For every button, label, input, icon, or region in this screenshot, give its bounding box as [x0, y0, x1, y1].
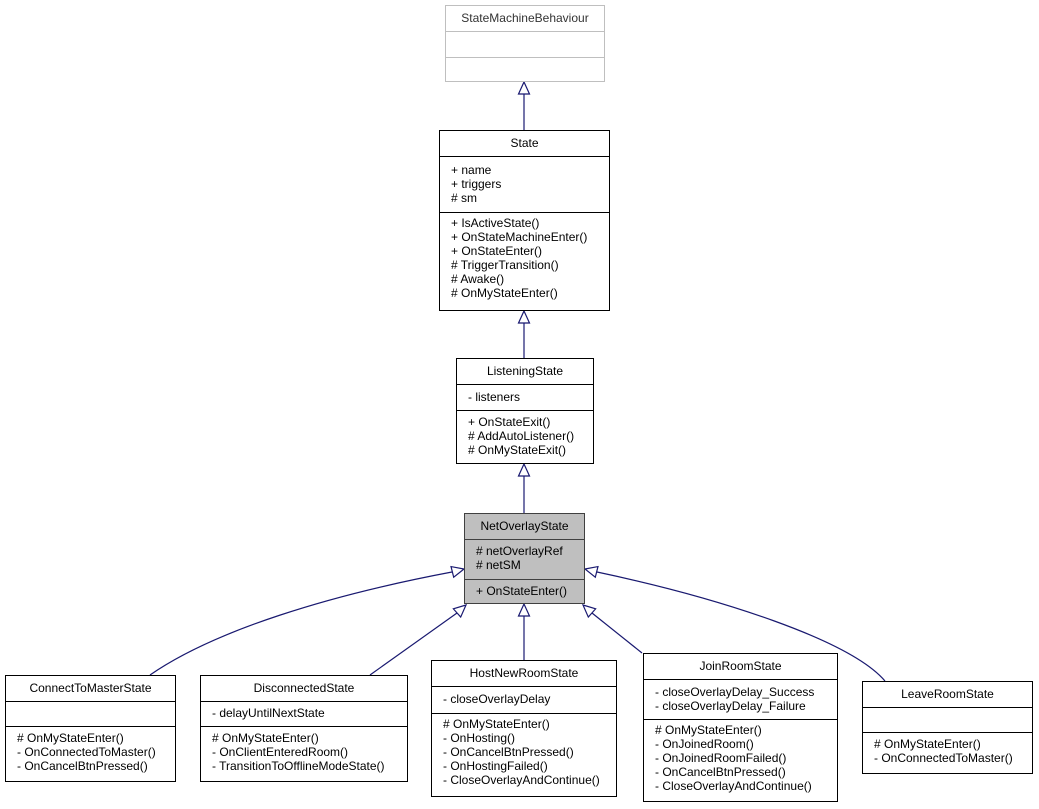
methods-section: # OnMyStateEnter() - OnHosting() - OnCan… [432, 713, 616, 789]
attributes-section: # netOverlayRef # netSM [465, 539, 584, 579]
attribute: - closeOverlayDelay [443, 692, 551, 706]
attributes-section: + name + triggers # sm [440, 156, 609, 212]
edge-joinroomstate-to-netoverlaystate [591, 612, 643, 654]
method: - OnConnectedToMaster() [874, 751, 1013, 765]
generalization-arrowhead [517, 462, 531, 477]
attribute: # netOverlayRef [476, 544, 563, 558]
method: # OnMyStateEnter() [443, 717, 550, 731]
class-netoverlaystate: NetOverlayState # netOverlayRef # netSM … [464, 513, 585, 604]
methods-section: # OnMyStateEnter() - OnJoinedRoom() - On… [644, 719, 837, 795]
method: # OnMyStateEnter() [451, 286, 558, 300]
methods-section: # OnMyStateEnter() - OnConnectedToMaster… [863, 732, 1032, 767]
method: + OnStateEnter() [476, 584, 568, 598]
class-joinroomstate: JoinRoomState - closeOverlayDelay_Succes… [643, 653, 838, 802]
class-name: HostNewRoomState [469, 666, 579, 680]
class-name: LeaveRoomState [901, 687, 994, 701]
method: + OnStateEnter() [451, 244, 543, 258]
method: + OnStateMachineEnter() [451, 230, 588, 244]
class-disconnectedstate: DisconnectedState - delayUntilNextState … [200, 675, 408, 782]
attribute: # netSM [476, 558, 521, 572]
method: - OnHosting() [443, 731, 516, 745]
class-hostnewroomstate: HostNewRoomState - closeOverlayDelay # O… [431, 660, 617, 797]
methods-section: # OnMyStateEnter() - OnConnectedToMaster… [6, 726, 175, 775]
class-name: ConnectToMasterState [29, 681, 152, 695]
generalization-arrowhead [583, 565, 599, 579]
attribute: + triggers [451, 177, 502, 191]
method: # OnMyStateExit() [468, 443, 567, 457]
methods-section [446, 57, 604, 81]
method: # OnMyStateEnter() [17, 731, 124, 745]
attributes-section: - listeners [457, 384, 593, 410]
method: + OnStateExit() [468, 415, 551, 429]
method: - TransitionToOfflineModeState() [212, 759, 385, 773]
attribute: - listeners [468, 390, 521, 404]
method: - CloseOverlayAndContinue() [443, 773, 600, 787]
attribute: - delayUntilNextState [212, 706, 325, 720]
method: # TriggerTransition() [451, 258, 559, 272]
method: - OnCancelBtnPressed() [443, 745, 574, 759]
class-name: State [510, 136, 539, 150]
attributes-section: - closeOverlayDelay_Success - closeOverl… [644, 679, 837, 719]
methods-section: + IsActiveState() + OnStateMachineEnter(… [440, 212, 609, 302]
method: # OnMyStateEnter() [874, 737, 981, 751]
generalization-arrowhead [581, 604, 597, 619]
attributes-section [6, 701, 175, 726]
method: # AddAutoListener() [468, 429, 575, 443]
method: - OnJoinedRoomFailed() [655, 751, 787, 765]
class-name: DisconnectedState [253, 681, 355, 695]
method: - OnCancelBtnPressed() [655, 765, 786, 779]
attribute: + name [451, 163, 492, 177]
generalization-arrowhead [452, 604, 468, 619]
methods-section: + OnStateExit() # AddAutoListener() # On… [457, 410, 593, 459]
method: - OnConnectedToMaster() [17, 745, 156, 759]
class-statemachinebehaviour: StateMachineBehaviour [445, 5, 605, 82]
method: # OnMyStateEnter() [212, 731, 319, 745]
method: - OnCancelBtnPressed() [17, 759, 148, 773]
attribute: - closeOverlayDelay_Failure [655, 699, 806, 713]
class-listeningstate: ListeningState - listeners + OnStateExit… [456, 358, 594, 464]
class-name: StateMachineBehaviour [461, 11, 589, 25]
class-name: NetOverlayState [480, 519, 569, 533]
methods-section: + OnStateEnter() [465, 579, 584, 600]
edge-disconnectedstate-to-netoverlaystate [369, 612, 458, 676]
generalization-arrowhead [450, 565, 466, 579]
method: - OnClientEnteredRoom() [212, 745, 349, 759]
class-connecttomasterstate: ConnectToMasterState # OnMyStateEnter() … [5, 675, 176, 782]
generalization-arrowhead [517, 309, 531, 324]
generalization-arrowhead [517, 80, 531, 95]
class-name: ListeningState [486, 364, 564, 378]
attributes-section: - delayUntilNextState [201, 701, 407, 726]
edge-connecttomasterstate-to-netoverlaystate [149, 571, 453, 676]
attributes-section: - closeOverlayDelay [432, 686, 616, 713]
class-state: State + name + triggers # sm + IsActiveS… [439, 130, 610, 311]
class-leaveroomstate: LeaveRoomState # OnMyStateEnter() - OnCo… [862, 681, 1033, 774]
method: + IsActiveState() [451, 216, 540, 230]
method: # OnMyStateEnter() [655, 723, 762, 737]
method: - OnJoinedRoom() [655, 737, 754, 751]
method: # Awake() [451, 272, 505, 286]
methods-section: # OnMyStateEnter() - OnClientEnteredRoom… [201, 726, 407, 775]
attribute: - closeOverlayDelay_Success [655, 685, 815, 699]
method: - CloseOverlayAndContinue() [655, 779, 812, 793]
attributes-section [863, 707, 1032, 732]
attributes-section [446, 31, 604, 57]
edge-leaveroomstate-to-netoverlaystate [596, 571, 886, 682]
class-name: JoinRoomState [699, 659, 782, 673]
method: - OnHostingFailed() [443, 759, 548, 773]
attribute: # sm [451, 191, 478, 205]
generalization-arrowhead [517, 602, 531, 617]
